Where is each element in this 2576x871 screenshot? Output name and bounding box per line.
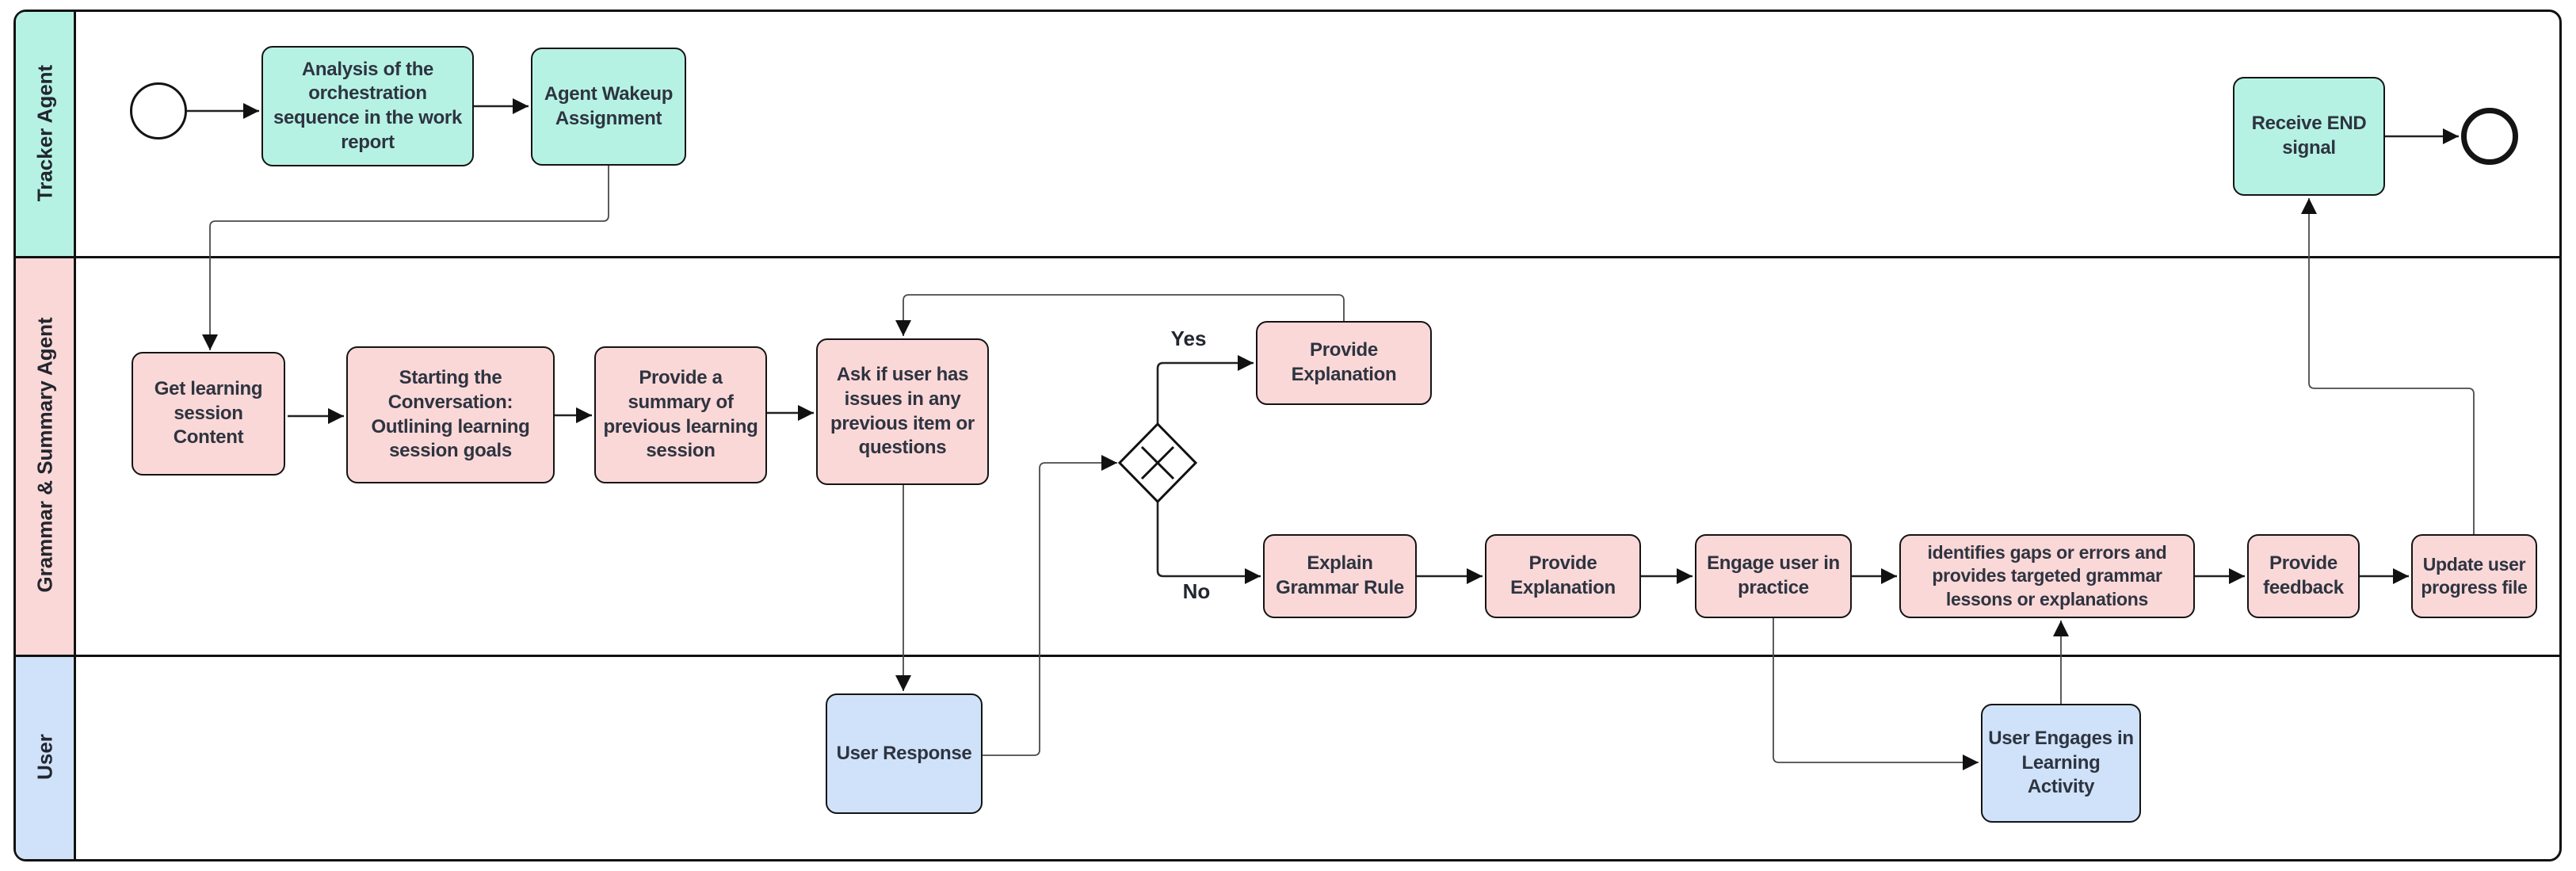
task-label: Provide Explanation <box>1510 552 1616 598</box>
task-label: Agent Wakeup Assignment <box>544 82 674 129</box>
lane-divider-1 <box>16 256 2560 258</box>
task-identify-gaps[interactable]: identifies gaps or errors and provides t… <box>1899 534 2195 618</box>
edge-userresponse-to-gateway <box>983 455 1117 756</box>
task-label: Analysis of the orchestration sequence i… <box>273 58 463 153</box>
task-label: Provide feedback <box>2263 552 2344 598</box>
task-label: User Engages in Learning Activity <box>1988 727 2134 798</box>
edge-update-to-receiveend <box>2301 198 2475 534</box>
task-ask-user-issues[interactable]: Ask if user has issues in any previous i… <box>816 338 989 485</box>
swimlane-strip-tracker-agent <box>16 12 74 256</box>
edge-explanation-loop-to-ask <box>895 294 1345 336</box>
task-analysis-orchestration[interactable]: Analysis of the orchestration sequence i… <box>261 46 474 166</box>
end-event[interactable] <box>2461 108 2518 165</box>
edge-wakeup-to-getcontent <box>202 166 609 350</box>
edge-label-no: No <box>1182 579 1211 603</box>
task-provide-explanation-yes[interactable]: Provide Explanation <box>1256 321 1432 405</box>
exclusive-gateway-user-issues[interactable] <box>1117 422 1198 504</box>
task-label: Get learning session Content <box>154 377 263 449</box>
swimlane-strip-user <box>16 655 74 859</box>
edge-label-yes: Yes <box>1170 327 1207 350</box>
start-event[interactable] <box>130 82 187 139</box>
gateway-x-icon <box>1140 445 1175 480</box>
task-receive-end-signal[interactable]: Receive END signal <box>2233 77 2385 196</box>
swimlane-strip-grammar-summary-agent <box>16 256 74 655</box>
task-update-progress-file[interactable]: Update user progress file <box>2411 534 2537 618</box>
task-label: Engage user in practice <box>1707 552 1840 598</box>
task-label: identifies gaps or errors and provides t… <box>1927 541 2167 609</box>
lane-header-separator <box>74 11 76 860</box>
task-agent-wakeup[interactable]: Agent Wakeup Assignment <box>531 48 686 166</box>
task-label: Update user progress file <box>2421 553 2528 598</box>
task-starting-conversation[interactable]: Starting the Conversation: Outlining lea… <box>346 346 555 483</box>
task-label: User Response <box>836 742 972 764</box>
task-label: Provide a summary of previous learning s… <box>603 367 758 462</box>
task-user-engages-activity[interactable]: User Engages in Learning Activity <box>1981 704 2141 823</box>
task-label: Receive END signal <box>2251 113 2367 159</box>
task-provide-feedback[interactable]: Provide feedback <box>2247 534 2360 618</box>
task-previous-session-summary[interactable]: Provide a summary of previous learning s… <box>594 346 767 483</box>
task-label: Ask if user has issues in any previous i… <box>830 364 975 459</box>
task-get-learning-content[interactable]: Get learning session Content <box>132 352 285 476</box>
task-engage-user-practice[interactable]: Engage user in practice <box>1695 534 1852 618</box>
task-user-response[interactable]: User Response <box>826 693 983 814</box>
task-label: Starting the Conversation: Outlining lea… <box>371 367 530 462</box>
edge-gateway-yes-to-explanation <box>1156 355 1254 424</box>
edge-engage-to-userengages <box>1773 618 1979 770</box>
edge-gateway-no-to-explainrule <box>1156 502 1261 584</box>
task-explain-grammar-rule[interactable]: Explain Grammar Rule <box>1263 534 1417 618</box>
task-provide-explanation[interactable]: Provide Explanation <box>1485 534 1641 618</box>
task-label: Explain Grammar Rule <box>1276 552 1404 598</box>
task-label: Provide Explanation <box>1291 339 1397 385</box>
lane-divider-2 <box>16 655 2560 657</box>
